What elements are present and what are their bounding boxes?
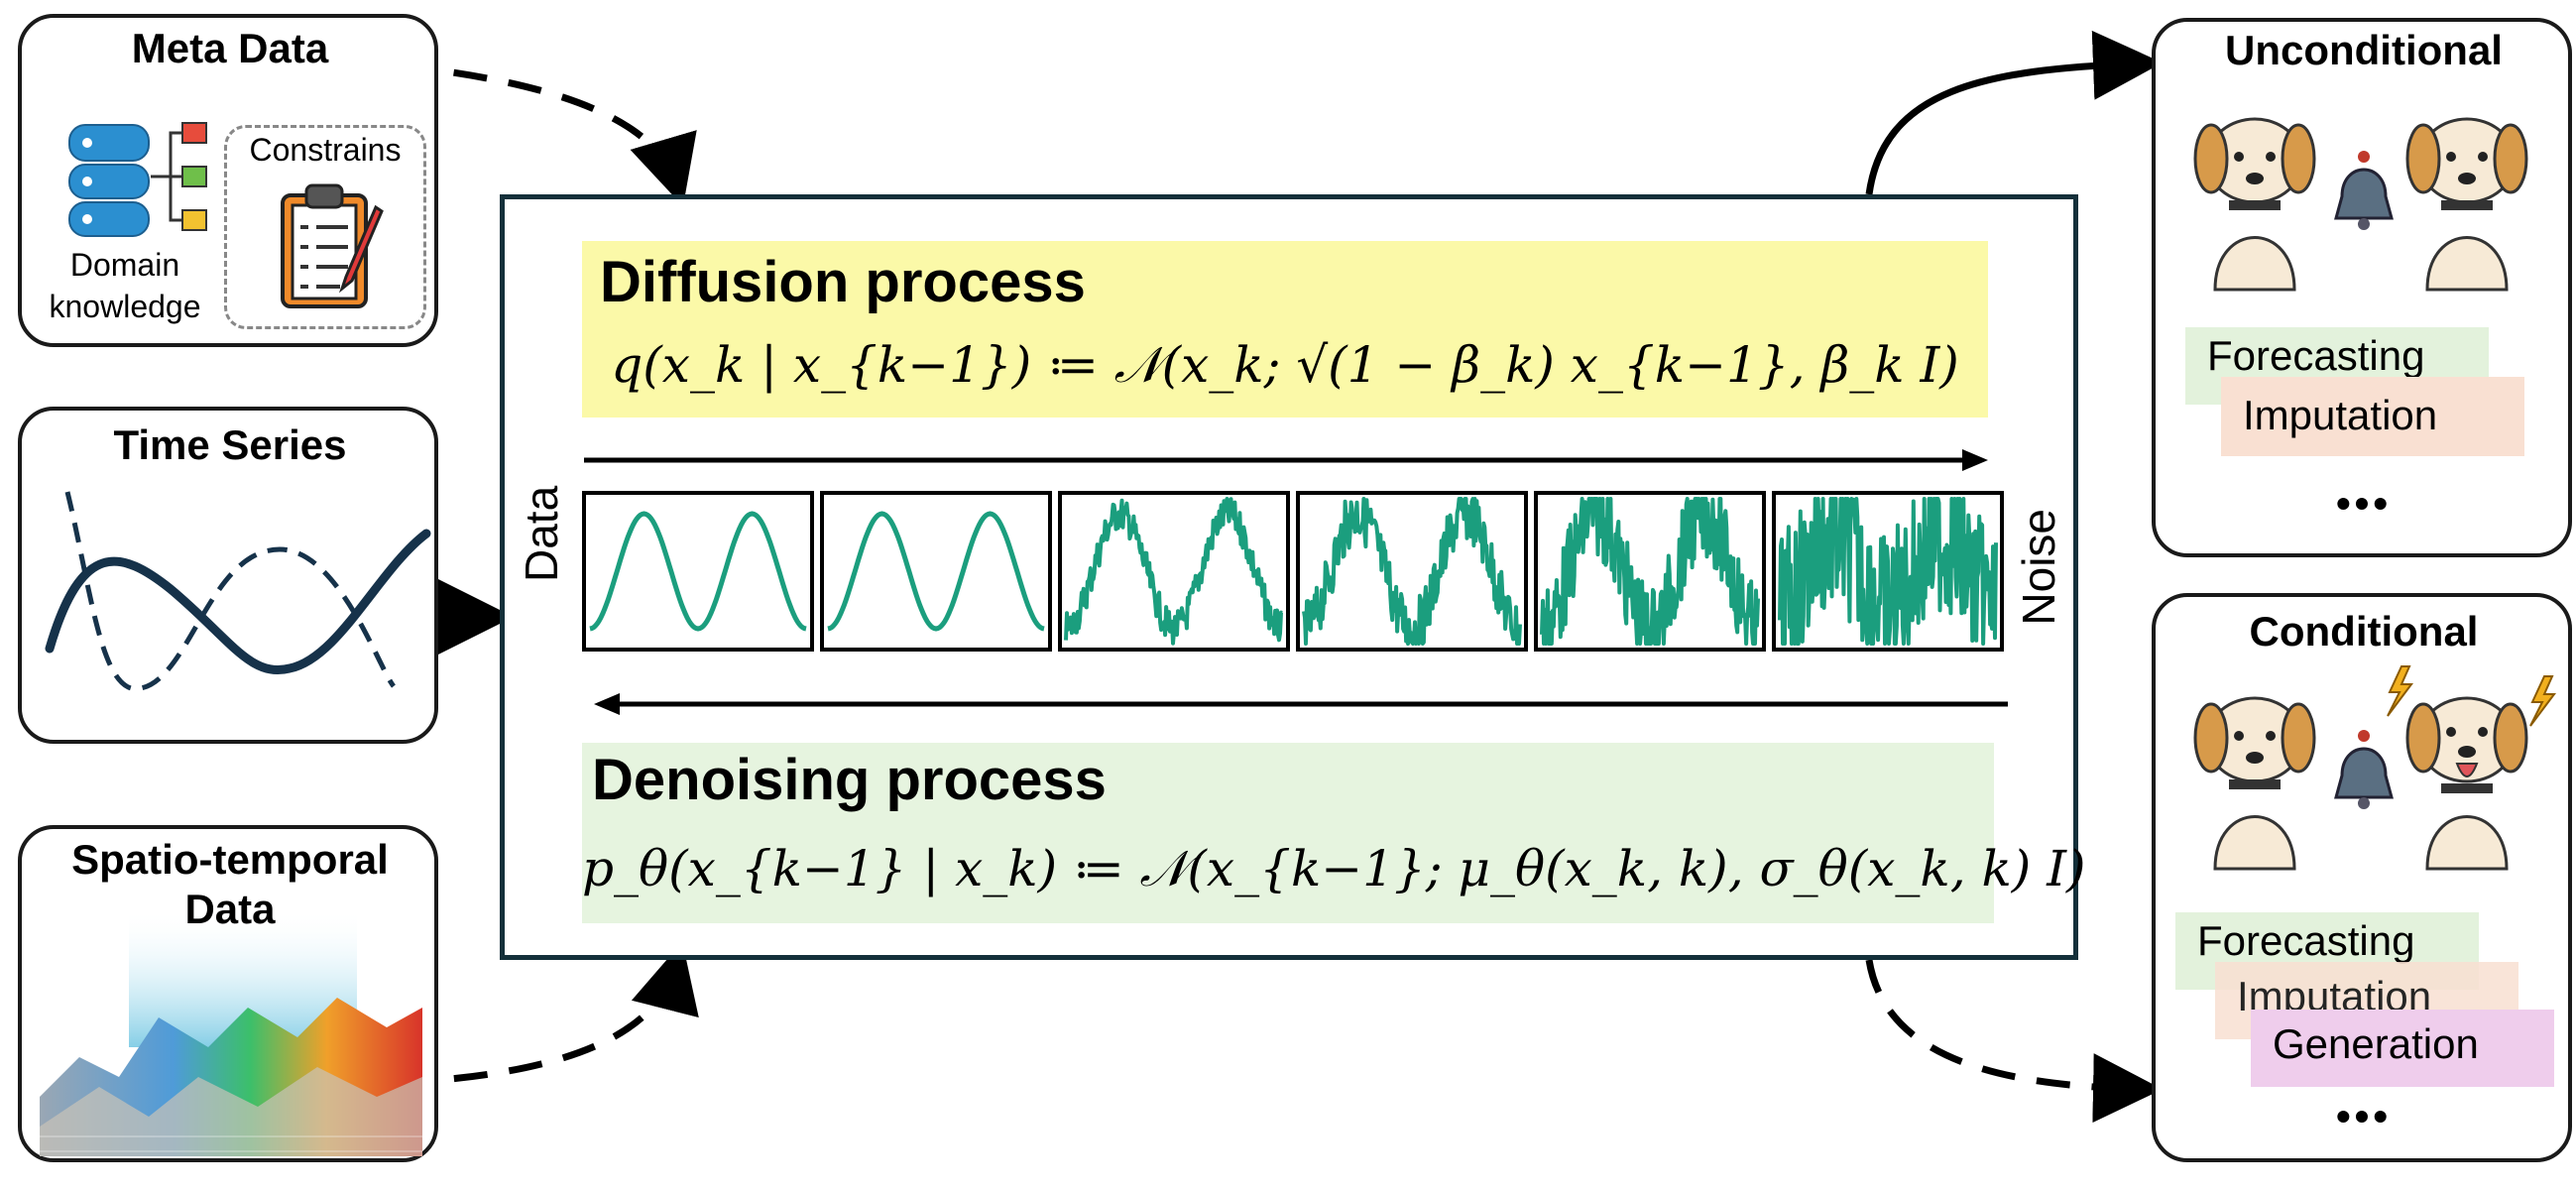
wave-signal-line [1778,497,1998,646]
unconditional-task-imputation: Imputation [2221,377,2524,456]
time-series-panel: Time Series [18,407,438,744]
meta-data-panel: Meta Data Domain knowledge Constrains [18,14,438,347]
unconditional-title: Unconditional [2225,27,2503,73]
model-to-conditional-arrow [1865,959,2163,1124]
conditional-more: ••• [2335,1093,2393,1139]
dashed-series-line [64,491,397,691]
dog-icon [2193,117,2316,292]
meta-to-model-arrow [398,61,697,207]
bell-icon [2334,151,2394,230]
dog-icon [2193,696,2316,871]
bell-icon [2334,730,2394,809]
forward-process-arrow [584,449,1988,471]
spatio-to-model-arrow [398,941,699,1087]
wave-signal-line [1064,497,1283,646]
clipboard-icon [281,183,384,308]
unconditional-panel: Unconditional Forecasting Imputation •• [2152,18,2572,557]
conditional-panel: Conditional [2152,593,2572,1162]
time-series-title: Time Series [113,421,347,468]
wave-panel-frame [820,491,1052,652]
reverse-process-arrow [594,693,2008,715]
diffusion-formula: q(x_k | x_{k−1}) ≔ 𝒩(x_k; √(1 − β_k) x_{… [611,336,1959,394]
wave-panel-row [582,491,2004,652]
denoising-process-title: Denoising process [592,748,1107,812]
solid-series-line [45,529,431,674]
unconditional-illustration [2193,117,2528,292]
denoising-formula: p_θ(x_{k−1} | x_k) ≔ 𝒩(x_{k−1}; μ_θ(x_k,… [582,840,2086,897]
spatio-temporal-panel: Spatio-temporal Data [18,825,438,1162]
model-to-unconditional-arrow [1865,30,2163,195]
time-series-plot [45,491,431,691]
denoising-process-block: Denoising process p_θ(x_{k−1} | x_k) ≔ 𝒩… [582,743,2086,923]
diffusion-model-frame: Diffusion process q(x_k | x_{k−1}) ≔ 𝒩(x… [500,194,2086,960]
lightning-icon [2387,665,2556,727]
data-axis-label: Data [516,485,567,582]
wave-signal-line [1302,497,1522,646]
unconditional-more: ••• [2335,480,2393,527]
excited-dog-icon [2405,696,2528,871]
dog-icon [2405,117,2528,292]
diffusion-process-block: Diffusion process q(x_k | x_{k−1}) ≔ 𝒩(x… [582,241,1988,418]
terrain-visualization-image [40,908,422,1156]
conditional-task-generation: Generation [2251,1010,2554,1087]
wave-signal-line [589,511,807,632]
meta-data-title: Meta Data [131,25,329,71]
constraints-label: Constrains [249,132,402,168]
wave-signal-line [1540,497,1760,646]
conditional-title: Conditional [2249,608,2479,655]
wave-panels-svg [582,491,2004,652]
domain-knowledge-label: Domain knowledge [49,247,201,324]
wave-signal-line [827,511,1045,632]
wave-panel-frame [582,491,814,652]
noise-axis-label: Noise [2013,509,2064,626]
constraints-box: Constrains [224,125,426,329]
database-icon [68,122,207,237]
conditional-illustration [2193,665,2556,871]
diffusion-process-title: Diffusion process [600,250,1086,314]
spatio-temporal-title: Spatio-temporal Data [71,836,389,933]
